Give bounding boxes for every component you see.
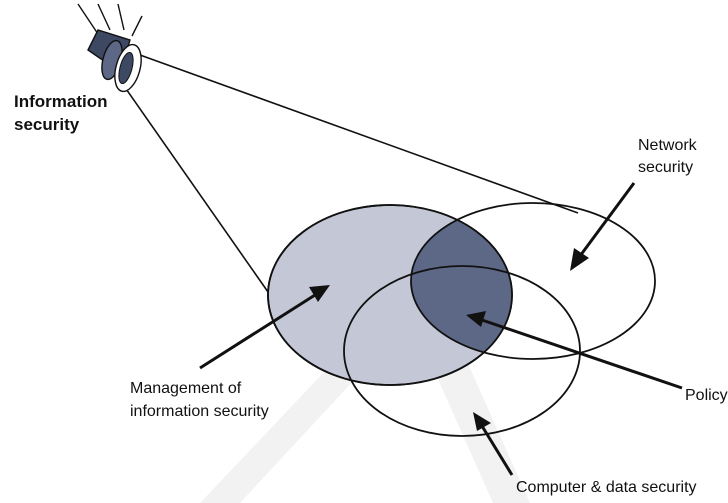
beam-line-upper: [139, 54, 579, 214]
information-security-title-line1: Information: [14, 92, 108, 111]
policy-label: Policy: [685, 387, 728, 404]
flashlight-icon: [77, 3, 143, 93]
network-security-label-line1: Network: [638, 137, 698, 154]
information-security-title-line2: security: [14, 115, 80, 134]
computer-ellipse: [343, 265, 581, 437]
arrows: [199, 182, 683, 476]
policy-arrow: [466, 311, 683, 390]
network-security-arrow: [570, 182, 636, 271]
policy-region: [411, 205, 512, 359]
beam-lines: [123, 54, 579, 313]
management-label-line1: Management of: [130, 380, 242, 397]
network-ellipse: [410, 202, 656, 360]
computer-data-security-label: Computer & data security: [516, 479, 697, 496]
management-label-line2: information security: [130, 403, 269, 420]
computer-security-arrow: [473, 412, 514, 476]
management-ellipse-outline: [267, 204, 513, 386]
network-security-label-line2: security: [638, 159, 693, 176]
management-arrow: [199, 285, 330, 370]
beam-line-lower: [123, 85, 283, 313]
